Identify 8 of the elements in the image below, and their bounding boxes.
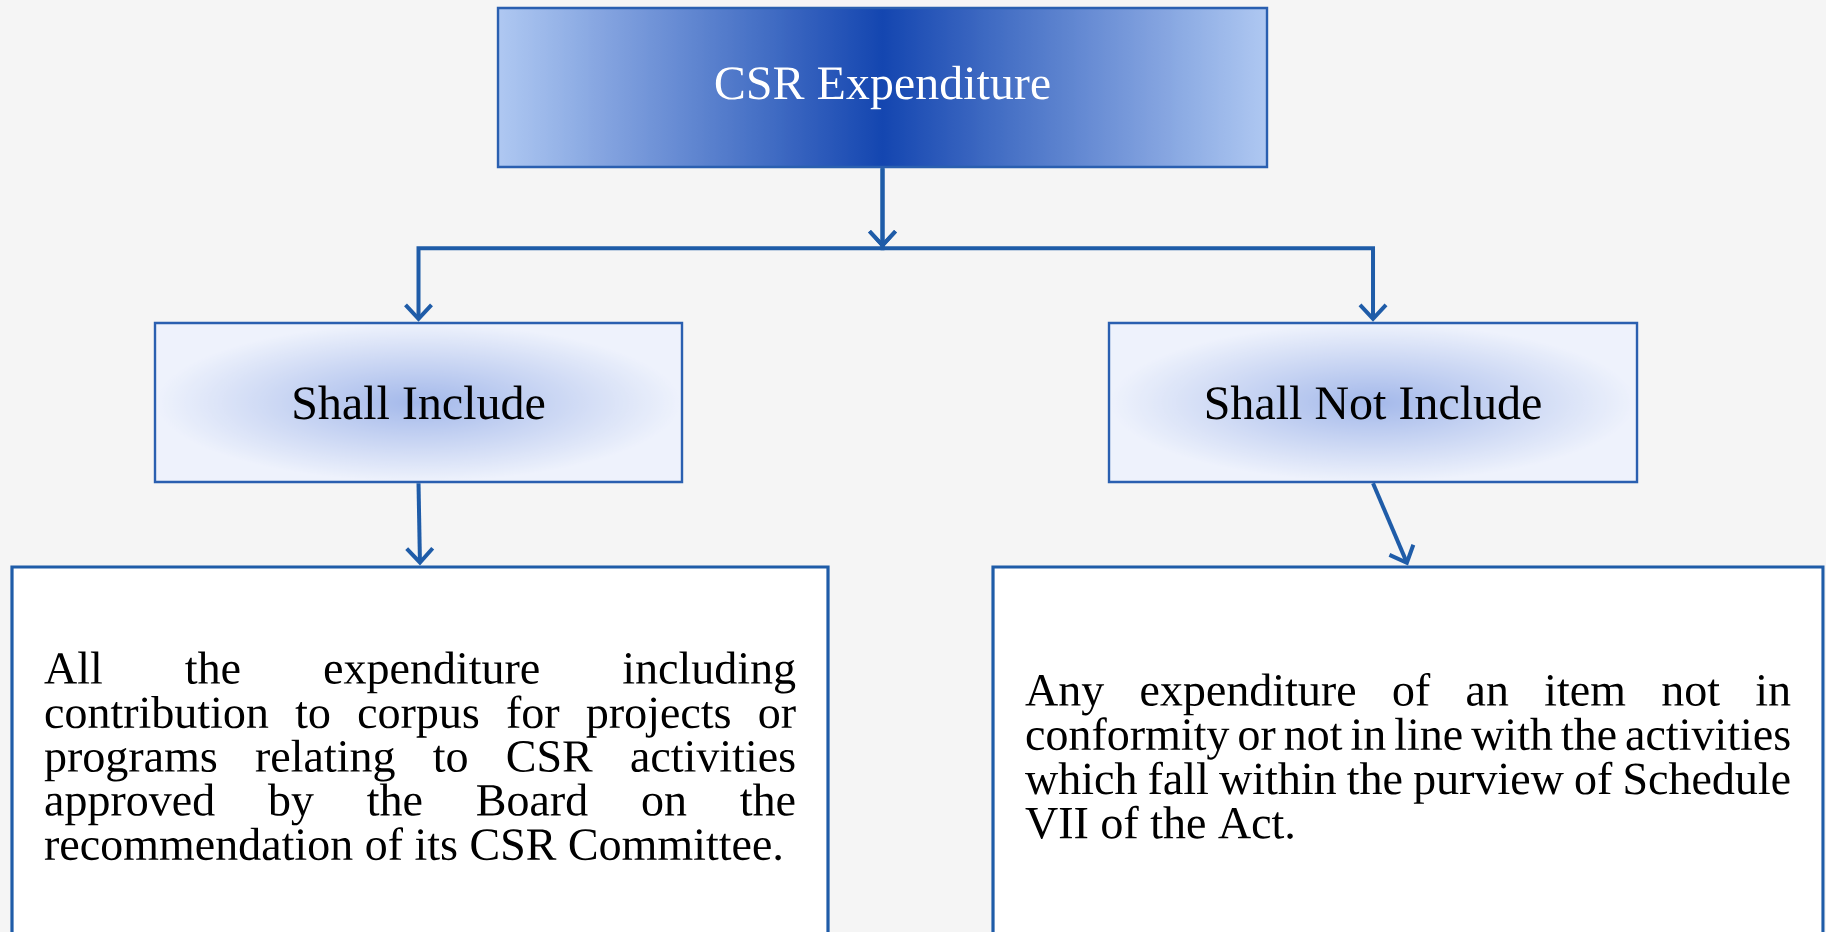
description-box: Any expenditure of an item not in conformity or not in line with the activities which fall within the purview of Schedule VII of the Act. <box>991 565 1825 932</box>
arrow <box>405 483 435 566</box>
category-box: Shall Include <box>153 321 684 484</box>
description-box: All the expenditure including contribution to corpus for projects or programs relating to CSR activities approved by the Board on the recommendation of its CSR Committee. <box>10 565 830 932</box>
arrow <box>1371 482 1416 566</box>
arrow <box>868 168 1388 322</box>
heading-box: CSR Expenditure <box>496 6 1269 169</box>
category-box: Shall Not Include <box>1107 321 1639 484</box>
